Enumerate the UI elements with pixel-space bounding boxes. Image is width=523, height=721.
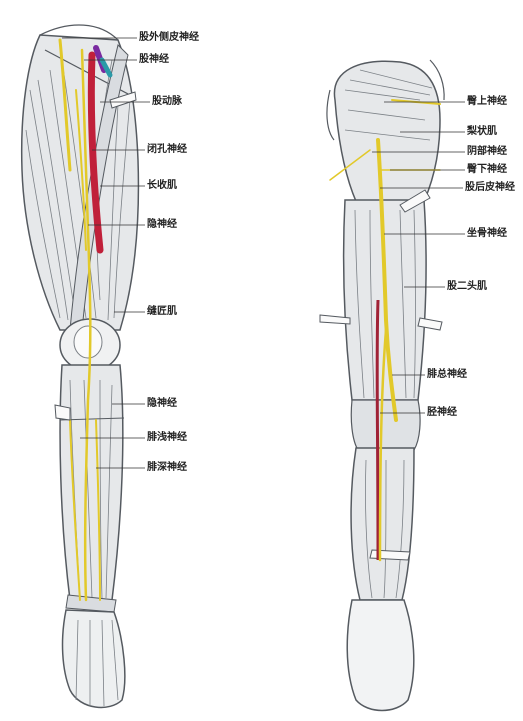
- label-posterior-femoral-cutaneous-nerve: 股后皮神经: [465, 182, 515, 194]
- label-superior-gluteal-nerve: 臀上神经: [467, 96, 507, 108]
- label-lateral-femoral-cutaneous-nerve: 股外侧皮神经: [139, 32, 199, 44]
- label-saphenous-nerve-upper: 隐神经: [147, 219, 177, 231]
- back-foot: [347, 600, 414, 711]
- label-obturator-nerve: 闭孔神经: [147, 144, 187, 156]
- back-leg: [320, 60, 444, 711]
- label-sciatic-nerve: 坐骨神经: [467, 228, 507, 240]
- front-foot: [63, 610, 125, 707]
- back-lower-leg: [351, 448, 414, 600]
- label-femoral-artery: 股动脉: [152, 96, 182, 108]
- label-sartorius: 缝匠肌: [147, 306, 177, 318]
- label-biceps-femoris: 股二头肌: [447, 281, 487, 293]
- label-inferior-gluteal-nerve: 臀下神经: [467, 164, 507, 176]
- back-knee: [351, 400, 420, 450]
- label-femoral-nerve: 股神经: [139, 54, 169, 66]
- label-superficial-peroneal-nerve: 腓浅神经: [147, 432, 187, 444]
- front-leg: [22, 25, 139, 707]
- label-deep-peroneal-nerve: 腓深神经: [147, 462, 187, 474]
- label-pudendal-nerve: 阴部神经: [467, 146, 507, 158]
- label-saphenous-nerve-lower: 隐神经: [147, 398, 177, 410]
- front-lower-leg: [60, 365, 123, 600]
- label-tibial-nerve: 胫神经: [427, 407, 457, 419]
- label-common-peroneal-nerve: 腓总神经: [427, 369, 467, 381]
- label-adductor-longus: 长收肌: [147, 180, 177, 192]
- label-piriformis: 梨状肌: [467, 126, 497, 138]
